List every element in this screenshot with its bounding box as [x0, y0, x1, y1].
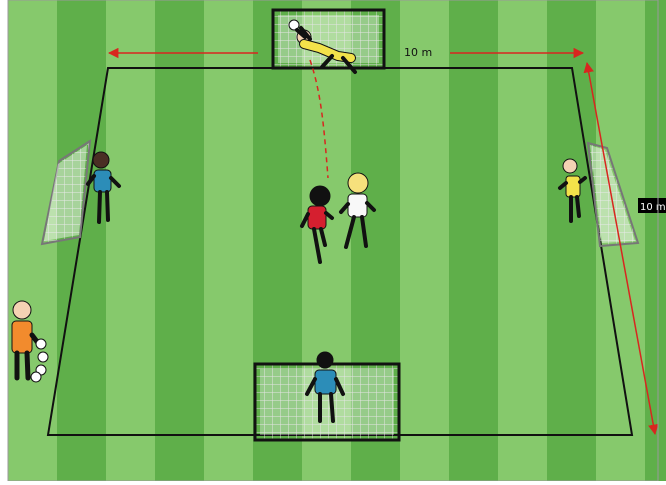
right-keeper-shirt-icon [566, 176, 580, 197]
grass-stripe [645, 0, 666, 481]
bottom-keeper-head-icon [317, 352, 333, 368]
grass-stripe [155, 0, 204, 481]
attacker-shirt-icon [308, 206, 326, 229]
left-keeper-head-icon [93, 152, 109, 168]
ball-icon [31, 372, 41, 382]
side-measurement-label: 10 m [640, 202, 666, 213]
grass-stripe [204, 0, 253, 481]
coach-bib-icon [12, 321, 32, 353]
attacker-head-icon [310, 186, 330, 206]
left-keeper-shirt-icon [94, 170, 111, 192]
grass-stripe [400, 0, 449, 481]
defender-head-icon [348, 173, 368, 193]
grass-stripe [106, 0, 155, 481]
ball-icon [38, 352, 48, 362]
right-keeper-head-icon [563, 159, 577, 173]
bottom-keeper-shirt-icon [315, 370, 336, 394]
defender-shirt-icon [348, 194, 367, 217]
coach-head-icon [13, 301, 31, 319]
grass-stripe [449, 0, 498, 481]
top-measurement-label: 10 m [404, 46, 432, 59]
ball-icon [36, 339, 46, 349]
grass-stripe [498, 0, 547, 481]
